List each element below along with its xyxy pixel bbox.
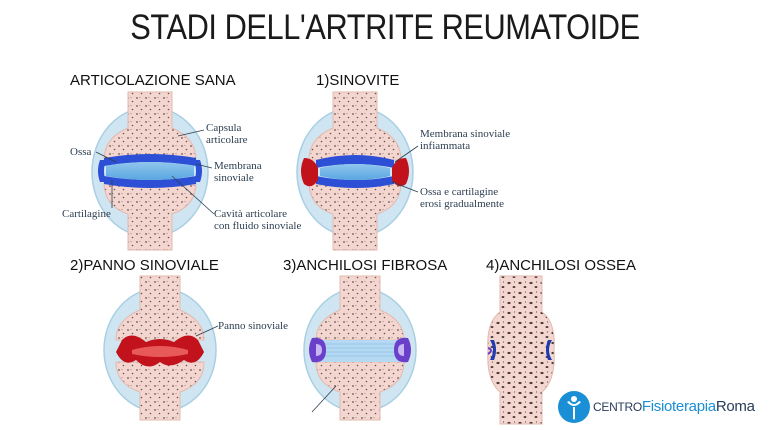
logo-figure-icon — [558, 391, 590, 423]
lower-bone — [103, 181, 197, 251]
logo-text: CENTROFisioterapiaRoma — [593, 398, 755, 415]
label-panno: Panno sinoviale — [218, 320, 288, 332]
synovial-fluid — [106, 162, 194, 180]
label-cartilagine: Cartilagine — [62, 208, 111, 220]
stage-title-fibrous: 3)ANCHILOSI FIBROSA — [283, 257, 448, 274]
inflamed-membrane-right — [392, 158, 409, 187]
inflamed-membrane-left — [301, 158, 318, 187]
label-cavita: Cavità articolare con fluido sinoviale — [214, 208, 302, 232]
label-ossa: Ossa — [70, 146, 92, 158]
logo-text-part3: Roma — [715, 398, 755, 415]
page-title: STADI DELL'ARTRITE REUMATOIDE — [130, 8, 640, 47]
fibrous-ankylosis-joint — [303, 275, 417, 421]
lower-cartilage — [104, 176, 196, 188]
label-membrana-infiammata: Membrana sinoviale infiammata — [420, 128, 511, 152]
logo-text-part2: Fisioterapia — [641, 398, 716, 415]
stage-title-pannus: 2)PANNO SINOVIALE — [70, 257, 219, 274]
stage-title-synovitis: 1)SINOVITE — [316, 72, 400, 89]
logo-text-part1: CENTRO — [593, 400, 642, 414]
fused-bone — [487, 275, 555, 425]
synovitis-joint — [296, 91, 419, 251]
upper-cartilage — [104, 154, 196, 166]
stage-title-bony: 4)ANCHILOSI OSSEA — [486, 257, 637, 274]
label-membrana: Membrana sinoviale — [214, 160, 262, 184]
stage-title-healthy: ARTICOLAZIONE SANA — [70, 72, 236, 89]
brand-logo: CENTROFisioterapiaRoma — [557, 390, 767, 426]
label-capsula: Capsula articolare — [206, 122, 248, 146]
healthy-joint — [91, 91, 215, 251]
label-ossa-erose: Ossa e cartilagine erosi gradualmente — [420, 186, 504, 210]
pannus-joint — [103, 275, 219, 421]
bony-ankylosis-joint — [487, 275, 555, 425]
fibrous-tissue — [318, 340, 402, 362]
